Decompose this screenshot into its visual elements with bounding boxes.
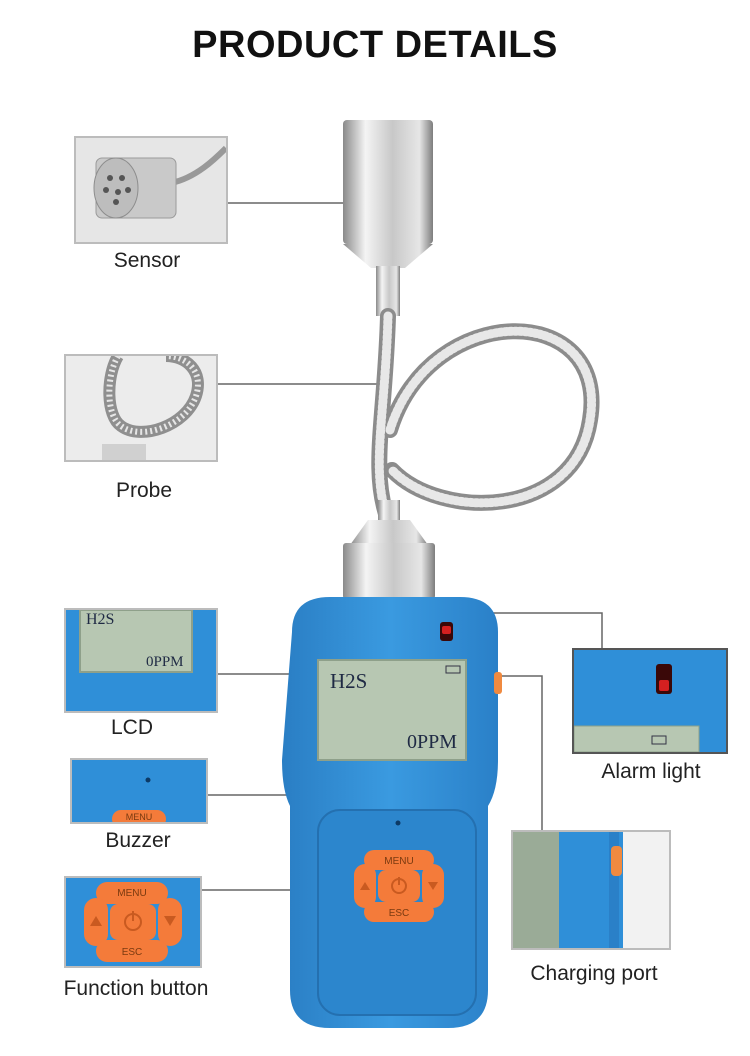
function-thumbnail-esc: ESC [122,947,143,958]
menu-button [364,850,434,870]
lcd-thumbnail: H2S 0PPM [64,608,218,713]
leader-line-charging-port [490,675,543,830]
lcd-thumbnail-reading: 0PPM [146,654,184,670]
lcd-label: LCD [110,716,153,739]
buzzer-hole [395,820,401,826]
page-title: PRODUCT DETAILS [192,24,558,66]
lcd-thumbnail-gas: H2S [86,611,114,628]
leader-line-alarm-light [455,612,603,648]
menu-button-label: MENU [384,856,413,867]
function-button-thumbnail: MENU ESC [64,876,202,968]
lcd-gas-label: H2S [330,669,367,693]
function-button-label: Function button [63,977,209,1000]
sensor-thumbnail [74,136,228,244]
esc-button-label: ESC [389,908,410,919]
alarm-light-label: Alarm light [601,760,701,783]
charging-port-tab [494,672,502,694]
charging-port-label: Charging port [530,962,658,985]
probe-thumbnail [64,354,218,462]
buzzer-thumbnail: MENU [70,758,208,824]
lcd-reading: 0PPM [407,731,457,753]
probe-collar [343,520,435,599]
battery-icon [445,665,461,674]
sensor-label: Sensor [113,249,181,272]
esc-button [364,902,434,922]
function-thumbnail-menu: MENU [117,888,146,899]
device-button-pad: MENU ESC [354,850,444,922]
probe-gooseneck [371,308,600,528]
up-arrow-icon [360,882,370,890]
device-body: H2S 0PPM [282,597,502,1028]
probe-label: Probe [115,479,173,502]
alarm-light-thumbnail [572,648,728,754]
charging-port-thumbnail [511,830,671,950]
lcd-screen [317,659,467,761]
buzzer-label: Buzzer [105,829,171,852]
down-arrow-icon [428,882,438,890]
sensor-head [343,120,433,316]
buzzer-thumbnail-menu: MENU [126,812,153,822]
power-button [378,870,420,902]
